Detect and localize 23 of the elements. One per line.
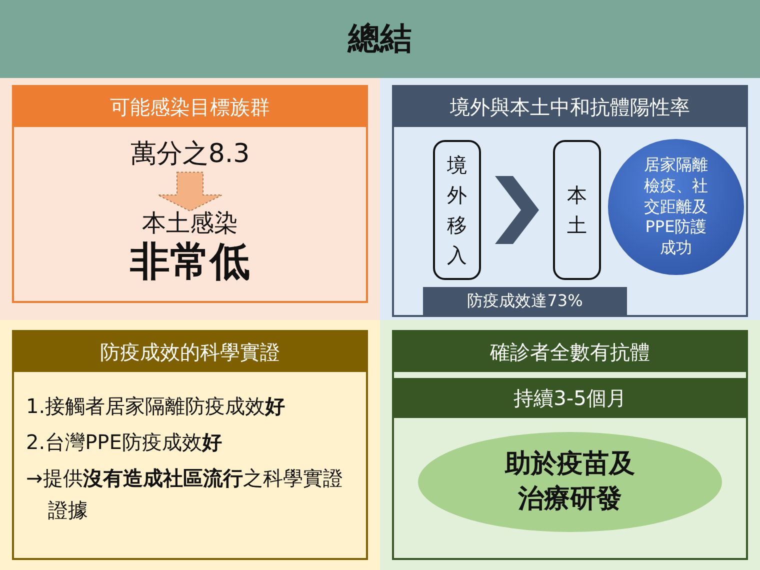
duration-band: 持續3-5個月	[394, 378, 746, 418]
panel	[392, 85, 748, 317]
panel-header: 可能感染目標族群	[14, 87, 366, 127]
result-text: 本土感染	[141, 209, 239, 238]
panel-header: 確診者全數有抗體	[394, 332, 746, 372]
emphasis-text: 非常低	[129, 238, 251, 286]
panel-header: 境外與本土中和抗體陽性率	[394, 87, 746, 127]
title: 總結	[348, 18, 412, 59]
chevron-arrow	[495, 176, 539, 244]
panel	[12, 85, 368, 303]
circle: 居家隔離檢疫、社交距離及PPE防護成功	[608, 139, 744, 275]
body-text: 2.台灣PPE防疫成效好	[26, 429, 223, 456]
result-band: 防疫成效達73%	[423, 287, 627, 315]
block-arrow	[158, 172, 222, 212]
rounded-box: 本土	[553, 140, 601, 280]
statistic-text: 萬分之8.3	[34, 139, 346, 170]
body-text: →提供沒有造成社區流行之科學實證證據	[26, 465, 344, 524]
rounded-box: 境外移入	[433, 140, 481, 280]
body-text: 1.接觸者居家隔離防疫成效好	[26, 393, 286, 420]
ellipse: 助於疫苗及治療研發	[418, 432, 722, 532]
panel-header: 防疫成效的科學實證	[14, 332, 366, 372]
panel	[392, 330, 748, 560]
panel	[12, 330, 368, 560]
